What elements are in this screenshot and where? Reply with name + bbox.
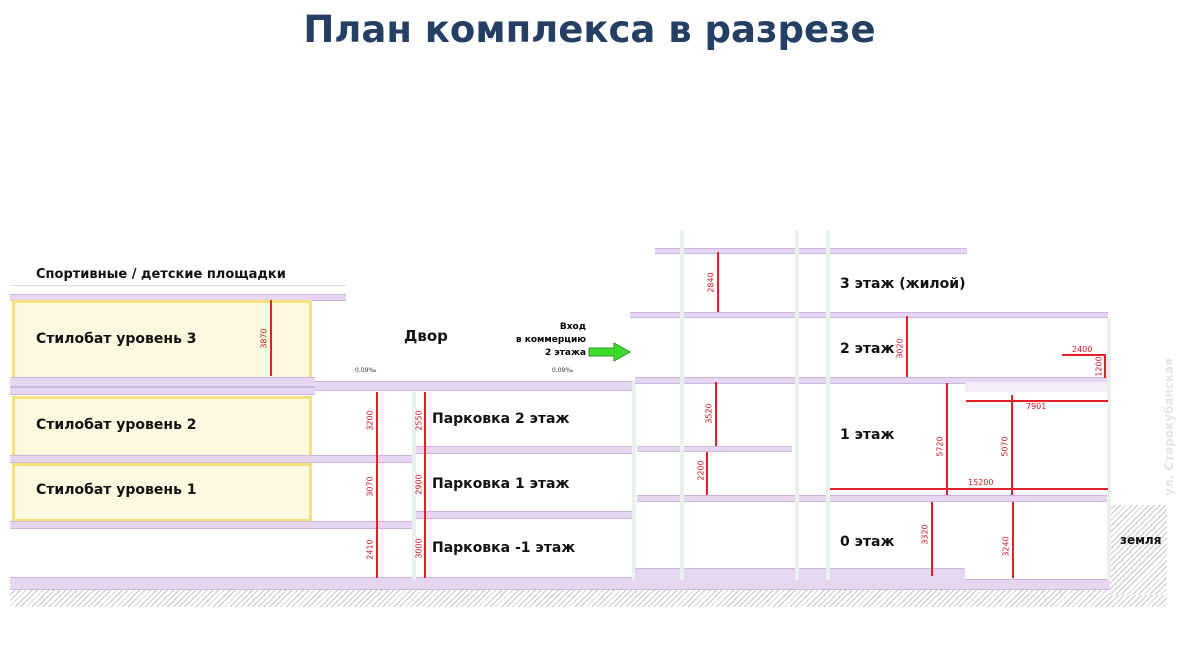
dimension-label: 5070 (1000, 436, 1010, 457)
entrance-line-3: 2 этажа (544, 348, 586, 358)
dimension-line (424, 392, 426, 578)
dimension-line (376, 392, 378, 578)
green-arrow-icon (588, 342, 632, 362)
slab (10, 377, 315, 387)
dimension-label: 3320 (920, 524, 930, 545)
yard-slab (315, 381, 635, 391)
slab (635, 377, 1110, 384)
dimension-label: 3870 (259, 328, 269, 349)
dimension-label: 2840 (706, 272, 716, 293)
dimension-line (1012, 502, 1014, 578)
dimension-line (931, 502, 933, 576)
dimension-label: 3000 (414, 538, 424, 559)
dimension-line (717, 252, 719, 312)
dimension-label: 2550 (414, 410, 424, 431)
dimension-label: 2410 (365, 539, 375, 560)
dimension-label: 3520 (704, 403, 714, 424)
stylobate-2-label: Стилобат уровень 2 (36, 417, 197, 433)
floor-2-label: 2 этаж (840, 341, 895, 357)
slab (415, 511, 635, 519)
dimension-label: 2200 (696, 460, 706, 481)
column (826, 230, 830, 580)
column (1107, 318, 1111, 580)
dimension-label: 3020 (895, 338, 905, 359)
ground-label: земля (1120, 533, 1162, 547)
stylobate-3-label: Стилобат уровень 3 (36, 331, 197, 347)
dimension-label: 3200 (365, 410, 375, 431)
dimension-line (1104, 354, 1106, 378)
dimension-label: 2900 (414, 474, 424, 495)
slab (630, 312, 1108, 318)
dimension-line (706, 452, 708, 495)
entrance-label: Вход в коммерцию 2 этажа (500, 321, 586, 360)
floor-3-label: 3 этаж (жилой) (840, 276, 966, 292)
dimension-label: 3240 (1001, 536, 1011, 557)
stylobate-level-1 (12, 463, 312, 522)
slab (10, 521, 415, 529)
parking-1-label: Парковка 1 этаж (432, 476, 570, 492)
dimension-label: 3070 (365, 476, 375, 497)
dimension-line (1011, 395, 1013, 495)
dimension-label: 1200 (1094, 356, 1104, 377)
sport-grounds-line (10, 285, 346, 286)
stylobate-level-2 (12, 396, 312, 458)
dimension-label: 7901 (1026, 402, 1047, 411)
dimension-line (715, 382, 717, 446)
dimension-line (1062, 354, 1104, 356)
dimension-label: 2400 (1072, 345, 1093, 354)
column (412, 392, 416, 580)
column (632, 380, 636, 580)
slab (637, 495, 1110, 502)
page-title: План комплекса в разрезе (303, 8, 876, 51)
slab (637, 446, 792, 452)
column (680, 230, 684, 580)
stylobate-1-label: Стилобат уровень 1 (36, 482, 197, 498)
floor-1-label: 1 этаж (840, 427, 895, 443)
dimension-label: 15200 (968, 478, 994, 487)
dimension-line (946, 383, 948, 495)
entrance-line-1: Вход (559, 322, 586, 332)
slope-label: 0.09‰ (552, 367, 574, 374)
yard-label: Двор (404, 327, 448, 345)
slope-label: 0.09‰ (355, 367, 377, 374)
street-label: ул. Старокубанская (1161, 358, 1176, 496)
parking-2-label: Парковка 2 этаж (432, 411, 570, 427)
slab (10, 577, 635, 590)
slab (655, 248, 967, 254)
floor-0-label: 0 этаж (840, 534, 895, 550)
slab (965, 579, 1110, 590)
slab (415, 446, 635, 454)
sport-grounds-label: Спортивные / детские площадки (36, 267, 286, 282)
entrance-line-2: в коммерцию (515, 335, 586, 345)
dimension-line (830, 488, 1108, 490)
dimension-line (966, 400, 1108, 402)
dimension-label: 5720 (935, 436, 945, 457)
stylobate-level-3 (12, 300, 312, 380)
ground-hatch-right (1110, 505, 1167, 595)
dimension-line (906, 316, 908, 377)
ground-hatch (10, 590, 1167, 607)
slab (10, 455, 415, 463)
dimension-line (270, 300, 272, 376)
parking-minus1-label: Парковка -1 этаж (432, 540, 576, 556)
column (795, 230, 799, 580)
slab (635, 568, 965, 590)
terrace (965, 382, 1110, 392)
slab (10, 387, 315, 395)
